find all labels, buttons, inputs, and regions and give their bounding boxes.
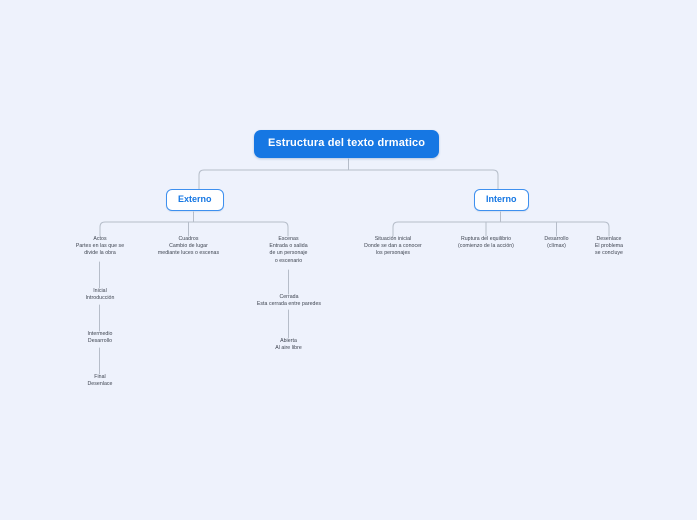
leaf-node-desarrollo-climax[interactable]: Desarrollo (clímax) bbox=[544, 236, 569, 250]
leaf-node-inicial[interactable]: Inicial Introducción bbox=[85, 288, 115, 302]
leaf-node-cerrada[interactable]: Cerrada Esta cerrada entre paredes bbox=[256, 294, 322, 308]
root-node[interactable]: Estructura del texto drmatico bbox=[254, 130, 440, 158]
leaf-node-ruptura-equilibrio[interactable]: Ruptura del equilibrio (comienzo de la a… bbox=[458, 236, 514, 250]
leaf-node-actos[interactable]: Actos Partes en las que se divide la obr… bbox=[75, 236, 125, 257]
branch-node-externo[interactable]: Externo bbox=[166, 189, 224, 211]
leaf-node-escenas[interactable]: Escenas Entrada o salida de un personaje… bbox=[269, 236, 308, 264]
leaf-node-situacion-inicial[interactable]: Situación inicial Donde se dan a conocer… bbox=[364, 236, 422, 257]
branch-node-interno[interactable]: Interno bbox=[474, 189, 529, 211]
connector-interno-bus bbox=[392, 221, 610, 237]
leaf-node-final[interactable]: Final Desenlace bbox=[87, 374, 113, 388]
leaf-node-desenlace[interactable]: Desenlace El problema se concluye bbox=[594, 236, 624, 257]
leaf-node-abierta[interactable]: Abierta Al aire libre bbox=[275, 338, 302, 352]
leaf-node-intermedio[interactable]: Intermedio Desarrollo bbox=[87, 331, 113, 345]
leaf-node-cuadros[interactable]: Cuadros Cambio de lugar mediante luces o… bbox=[157, 236, 220, 257]
connector-root-to-branches bbox=[198, 169, 499, 191]
connector-externo-bus bbox=[99, 221, 289, 237]
